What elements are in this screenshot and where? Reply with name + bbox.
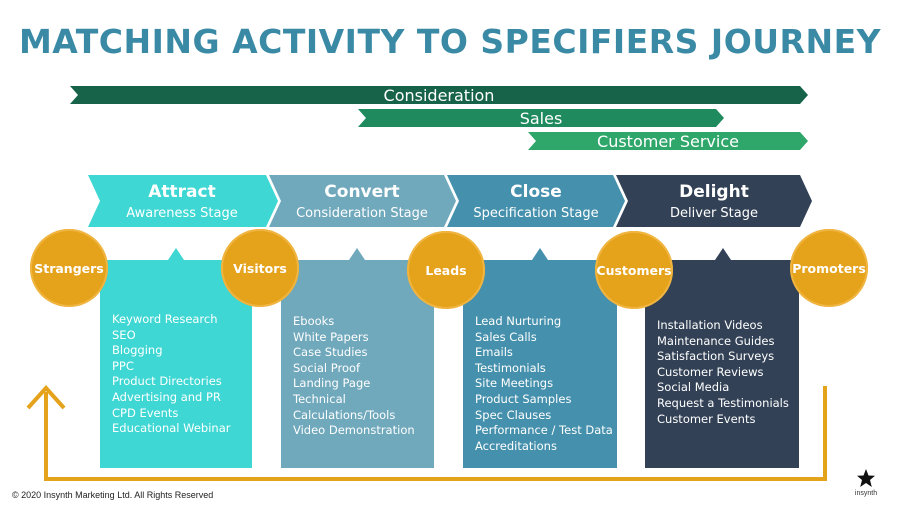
- list-item: PPC: [112, 358, 134, 373]
- notch-attract: [168, 248, 184, 260]
- insynth-logo: insynth: [846, 468, 886, 498]
- list-item: Accreditations: [475, 438, 557, 453]
- stage-subtitle: Deliver Stage: [670, 205, 758, 221]
- notch-close: [532, 248, 548, 260]
- list-item: Site Meetings: [475, 376, 554, 391]
- stage-convert-shape: [269, 175, 456, 227]
- list-item: Customer Events: [657, 411, 756, 426]
- list-item: Product Samples: [475, 391, 572, 406]
- page-title: MATCHING ACTIVITY TO SPECIFIERS JOURNEY: [18, 22, 882, 61]
- list-item: Product Directories: [112, 374, 222, 389]
- stage-subtitle: Consideration Stage: [296, 205, 428, 221]
- stage-name: Convert: [324, 181, 400, 202]
- stage-name: Close: [510, 181, 562, 202]
- list-item: Social Media: [657, 380, 730, 395]
- loop-arrow-head: [26, 385, 66, 410]
- star-logo-icon: [857, 469, 875, 487]
- list-item: Spec Clauses: [475, 407, 552, 422]
- stage-convert: Convert Consideration Stage: [273, 175, 451, 227]
- list-item: Testimonials: [475, 360, 546, 375]
- stage-attract-shape: [88, 175, 278, 227]
- list-item: Customer Reviews: [657, 364, 764, 379]
- circle-customers: Customers: [595, 231, 673, 309]
- band-consideration-shape: [70, 86, 808, 104]
- list-item: Landing Page: [293, 376, 371, 391]
- band-consideration-label: Consideration: [383, 85, 495, 105]
- list-item: CPD Events: [112, 405, 179, 420]
- stage-name: Attract: [148, 181, 216, 202]
- copyright-footer: © 2020 Insynth Marketing Ltd. All Rights…: [12, 490, 214, 500]
- band-sales-shape: [358, 109, 724, 127]
- band-sales-label: Sales: [519, 108, 563, 128]
- stage-name: Delight: [679, 181, 749, 202]
- list-item: Video Demonstration: [293, 423, 415, 438]
- circle-label: Visitors: [233, 260, 287, 276]
- list-item: Emails: [475, 345, 513, 360]
- loop-arrow-path: [44, 386, 827, 481]
- activities-delight: Installation Videos Maintenance Guides S…: [645, 260, 799, 468]
- list-item: Technical: [293, 391, 346, 406]
- list-item: Installation Videos: [657, 318, 763, 332]
- list-item: Case Studies: [293, 345, 368, 360]
- stage-close: Close Specification Stage: [451, 175, 621, 227]
- list-item: Lead Nurturing: [475, 314, 562, 328]
- list-item: Maintenance Guides: [657, 333, 775, 348]
- list-item: Keyword Research: [112, 312, 218, 326]
- stage-close-shape: [447, 175, 625, 227]
- list-item: Social Proof: [293, 360, 361, 375]
- circle-promoters: Promoters: [790, 229, 868, 307]
- activities-close: Lead Nurturing Sales Calls Emails Testim…: [463, 260, 617, 468]
- stage-subtitle: Awareness Stage: [126, 205, 238, 221]
- circle-strangers: Strangers: [30, 229, 108, 307]
- logo-text: insynth: [854, 490, 878, 497]
- stage-attract: Attract Awareness Stage: [92, 175, 272, 227]
- notch-convert: [349, 248, 365, 260]
- stage-chevrons: [88, 175, 812, 227]
- list-item: Ebooks: [293, 314, 335, 328]
- list-item: Advertising and PR: [112, 389, 221, 404]
- stage-subtitle: Specification Stage: [473, 205, 599, 221]
- circle-label: Customers: [596, 262, 672, 278]
- circle-leads: Leads: [407, 231, 485, 309]
- activities-attract: Keyword Research SEO Blogging PPC Produc…: [100, 260, 252, 468]
- activities-convert: Ebooks White Papers Case Studies Social …: [281, 260, 434, 468]
- list-item: Calculations/Tools: [293, 407, 396, 422]
- list-item: Performance / Test Data: [475, 423, 613, 438]
- notch-delight: [715, 248, 731, 260]
- circle-label: Strangers: [34, 260, 104, 276]
- list-item: Blogging: [112, 343, 163, 358]
- list-item: SEO: [112, 327, 136, 342]
- stage-delight: Delight Deliver Stage: [620, 175, 808, 227]
- list-item: Satisfaction Surveys: [657, 349, 775, 364]
- list-item: Educational Webinar: [112, 421, 231, 436]
- circle-visitors: Visitors: [221, 229, 299, 307]
- circle-label: Leads: [425, 262, 467, 278]
- circle-label: Promoters: [792, 260, 866, 276]
- band-customer-service-label: Customer Service: [597, 131, 739, 151]
- list-item: White Papers: [293, 329, 369, 344]
- journey-bands: [70, 86, 808, 150]
- stage-delight-shape: [616, 175, 812, 227]
- band-customer-service-shape: [528, 132, 808, 150]
- list-item: Request a Testimonials: [657, 395, 789, 410]
- list-item: Sales Calls: [475, 329, 537, 344]
